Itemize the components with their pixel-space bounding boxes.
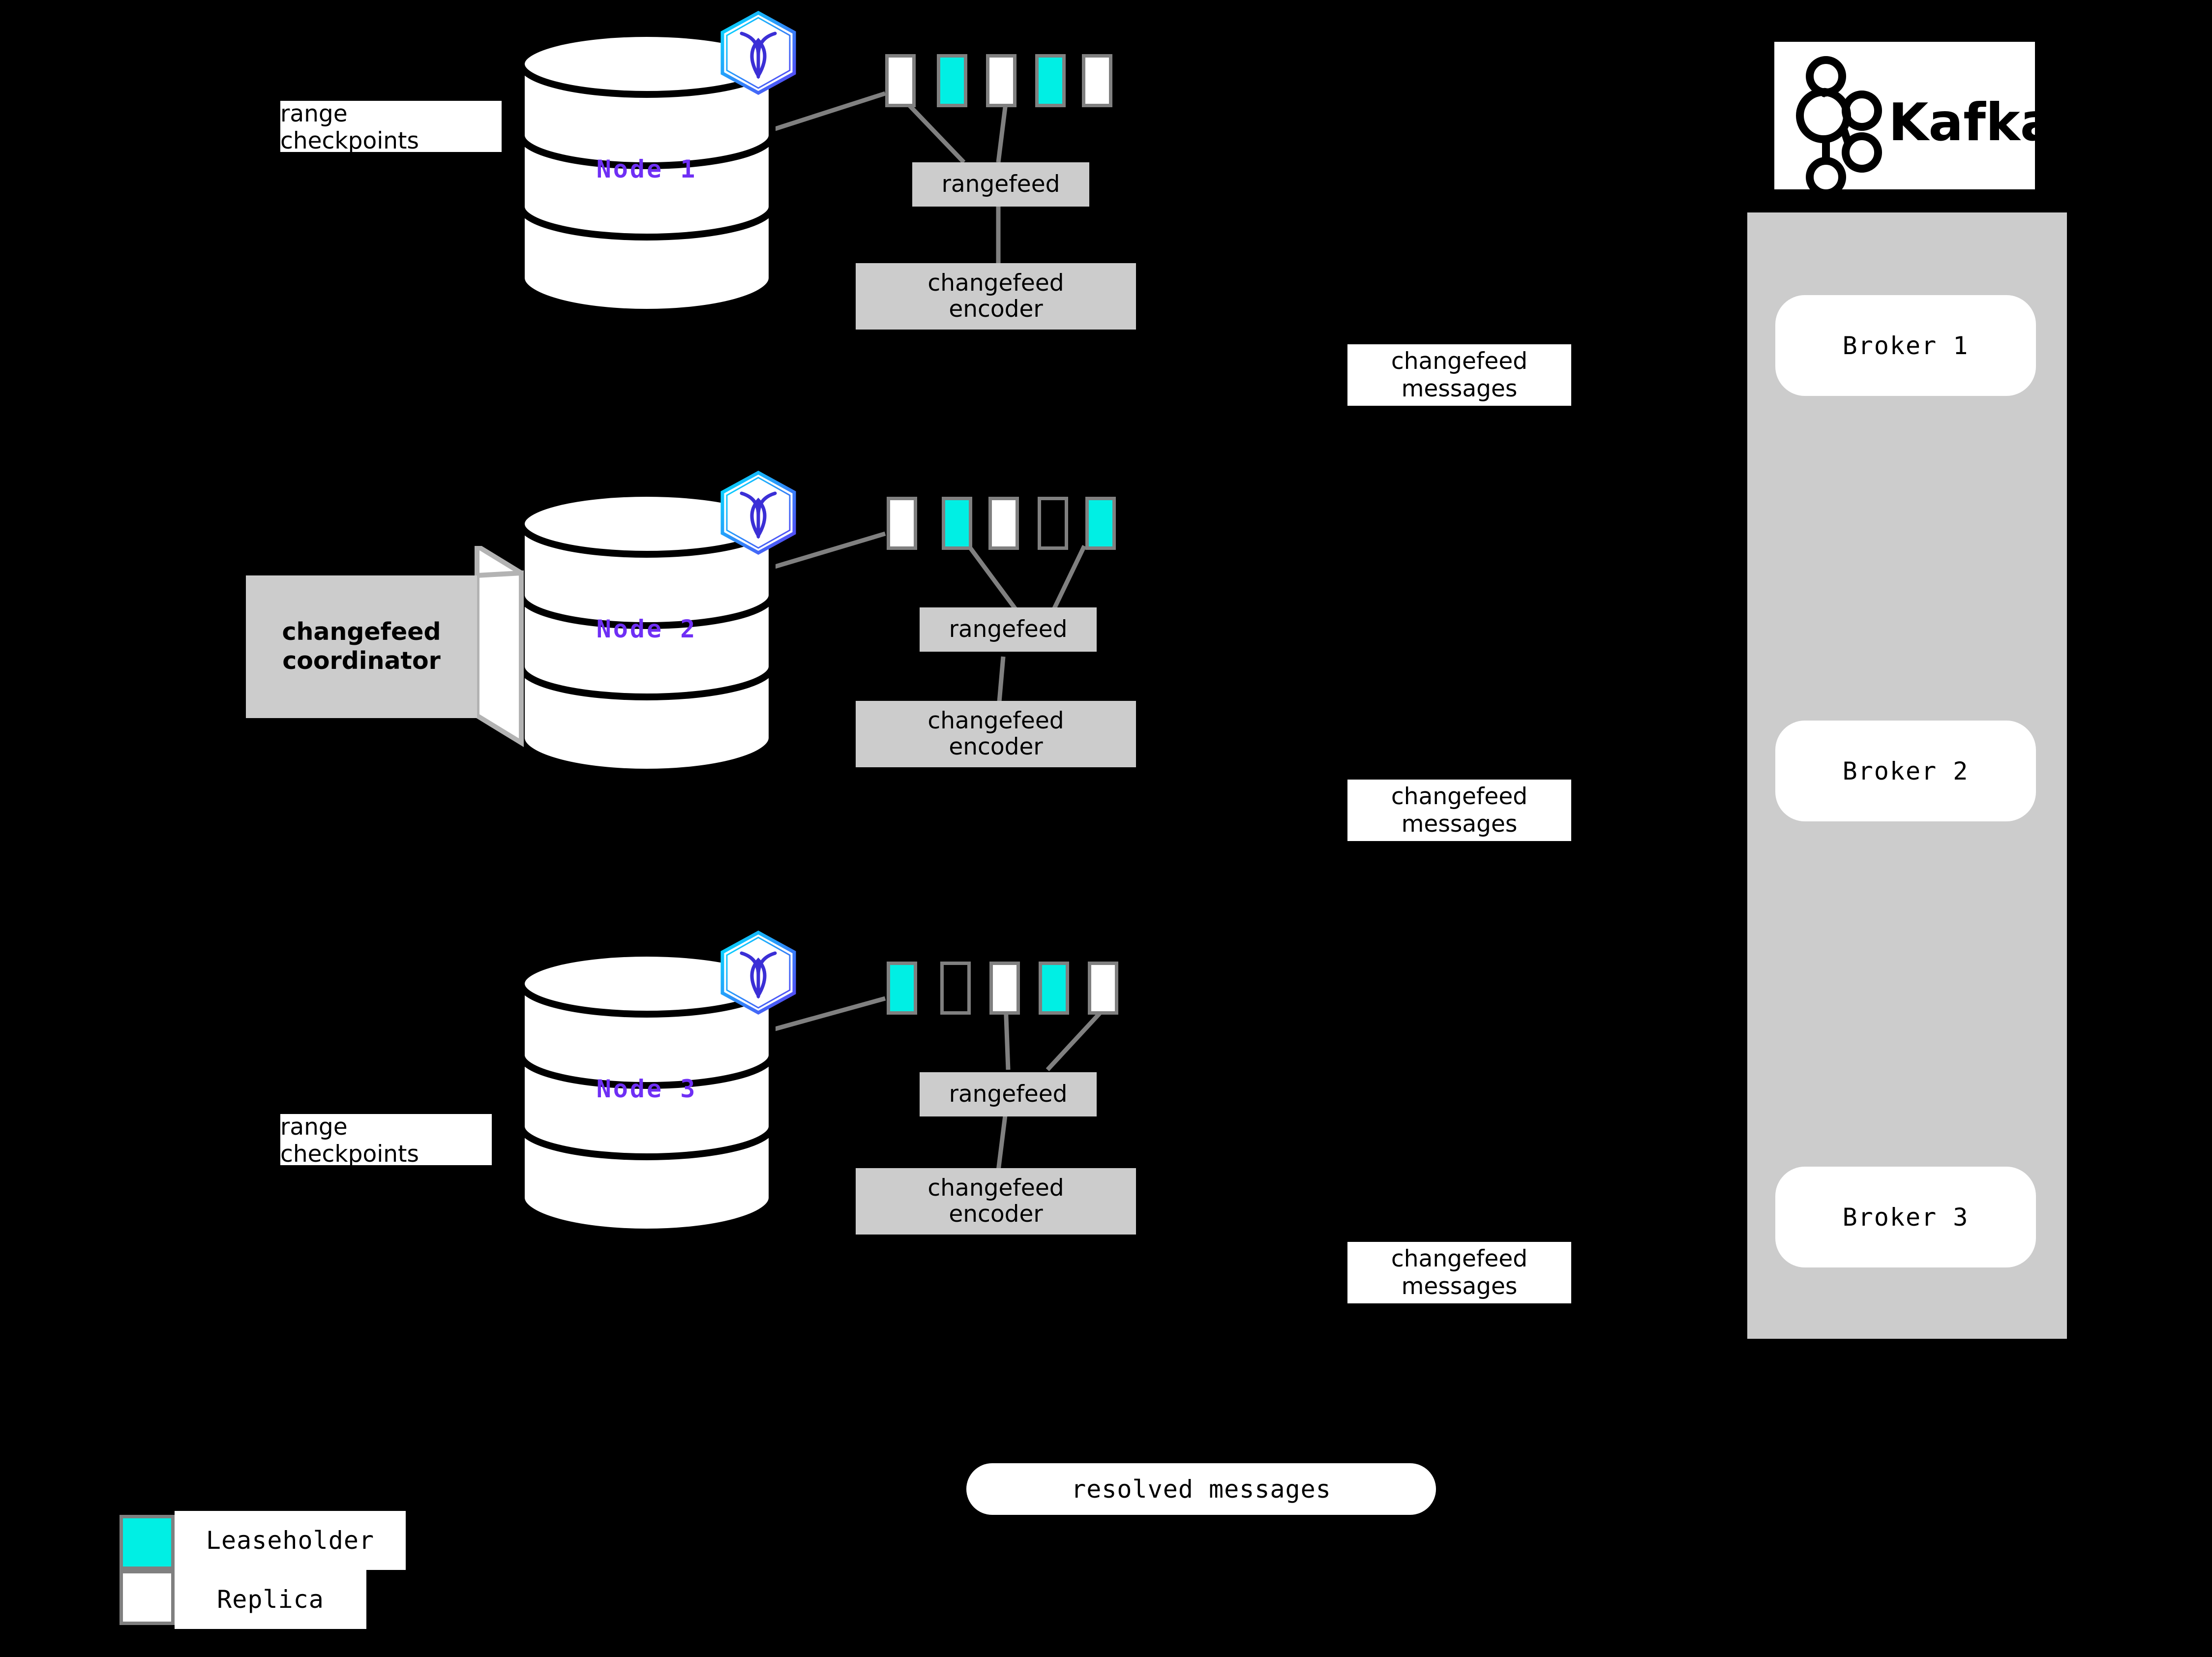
legend-text: Replica: [217, 1585, 324, 1614]
broker-label: Broker 3: [1842, 1203, 1969, 1232]
encoder-label-line1: changefeed: [927, 269, 1064, 297]
range-checkpoints-line1: range: [280, 100, 348, 127]
encoder-label-line2: encoder: [949, 295, 1043, 323]
node-3-range-checkpoints-label: range checkpoints: [280, 1113, 492, 1168]
coordinator-line1: changefeed: [282, 618, 441, 646]
message-line1: changefeed: [1391, 348, 1528, 375]
range-checkpoints-line2: checkpoints: [280, 1141, 419, 1168]
broker-3: Broker 3: [1775, 1167, 2036, 1267]
node-3-changefeed-encoder-box: changefeed encoder: [856, 1168, 1136, 1235]
message-line2: messages: [1401, 1272, 1518, 1300]
cockroachdb-hex-icon: [718, 470, 799, 556]
message-line2: messages: [1401, 810, 1518, 838]
node-1-label: Node 1: [596, 155, 697, 183]
legend-text: Leaseholder: [206, 1526, 375, 1555]
range-box: [887, 497, 917, 550]
range-box: [937, 54, 967, 107]
message-line1: changefeed: [1391, 783, 1528, 811]
range-box: [1088, 962, 1118, 1015]
node-2-label: Node 2: [596, 615, 697, 643]
node-1-rangefeed-box: rangefeed: [912, 162, 1089, 207]
range-box: [988, 497, 1019, 550]
legend-label-leaseholder: Leaseholder: [175, 1511, 406, 1570]
coordinator-line2: coordinator: [282, 647, 441, 675]
message-line2: messages: [1401, 375, 1518, 402]
rangefeed-label: rangefeed: [941, 170, 1060, 198]
range-checkpoints-line2: checkpoints: [280, 127, 419, 154]
range-box: [1038, 497, 1068, 550]
range-box: [942, 497, 972, 550]
broker-label: Broker 1: [1842, 331, 1969, 360]
range-box: [986, 54, 1016, 107]
kafka-nodes-icon: [1796, 56, 1882, 189]
resolved-messages-pill: resolved messages: [966, 1463, 1436, 1515]
node-2-changefeed-encoder-box: changefeed encoder: [856, 701, 1136, 767]
changefeed-messages-label-2: changefeed messages: [1347, 780, 1571, 841]
range-box: [1035, 54, 1066, 107]
encoder-label-line2: encoder: [949, 1200, 1043, 1228]
range-box: [1085, 497, 1116, 550]
node-2-cylinder: Node 2: [516, 489, 777, 784]
node-1-cylinder: Node 1: [516, 30, 777, 325]
node-3-cylinder: Node 3: [516, 949, 777, 1244]
node-1-range-checkpoints-label: range checkpoints: [280, 100, 502, 154]
changefeed-messages-label-1: changefeed messages: [1347, 344, 1571, 406]
range-box: [885, 54, 916, 107]
range-box: [940, 962, 971, 1015]
changefeed-messages-label-3: changefeed messages: [1347, 1242, 1571, 1303]
cockroachdb-hex-icon: [718, 930, 799, 1016]
changefeed-coordinator-callout: changefeed coordinator: [246, 546, 541, 757]
broker-label: Broker 2: [1842, 756, 1969, 785]
broker-2: Broker 2: [1775, 721, 2036, 821]
changefeed-coordinator-box: changefeed coordinator: [246, 575, 477, 718]
node-3-rangefeed-box: rangefeed: [920, 1072, 1097, 1116]
resolved-messages-label: resolved messages: [1071, 1475, 1331, 1504]
broker-1: Broker 1: [1775, 295, 2036, 396]
node-2-rangefeed-box: rangefeed: [920, 607, 1097, 652]
cockroachdb-hex-icon: [718, 10, 799, 96]
kafka-logo: Kafka: [1774, 42, 2035, 189]
kafka-wordmark: Kafka: [1888, 92, 2035, 152]
range-box: [989, 962, 1020, 1015]
legend-label-replica: Replica: [175, 1570, 366, 1629]
rangefeed-label: rangefeed: [949, 1080, 1068, 1108]
node-3-label: Node 3: [596, 1075, 697, 1103]
range-box: [1039, 962, 1069, 1015]
encoder-label-line1: changefeed: [927, 1174, 1064, 1202]
rangefeed-label: rangefeed: [949, 615, 1068, 643]
message-line1: changefeed: [1391, 1245, 1528, 1273]
legend-swatch-leaseholder: [120, 1515, 175, 1570]
encoder-label-line2: encoder: [949, 733, 1043, 760]
legend-swatch-replica: [120, 1570, 175, 1625]
range-box: [1082, 54, 1112, 107]
node-1-changefeed-encoder-box: changefeed encoder: [856, 263, 1136, 330]
encoder-label-line1: changefeed: [927, 707, 1064, 734]
range-checkpoints-line1: range: [280, 1113, 348, 1141]
range-box: [887, 962, 917, 1015]
